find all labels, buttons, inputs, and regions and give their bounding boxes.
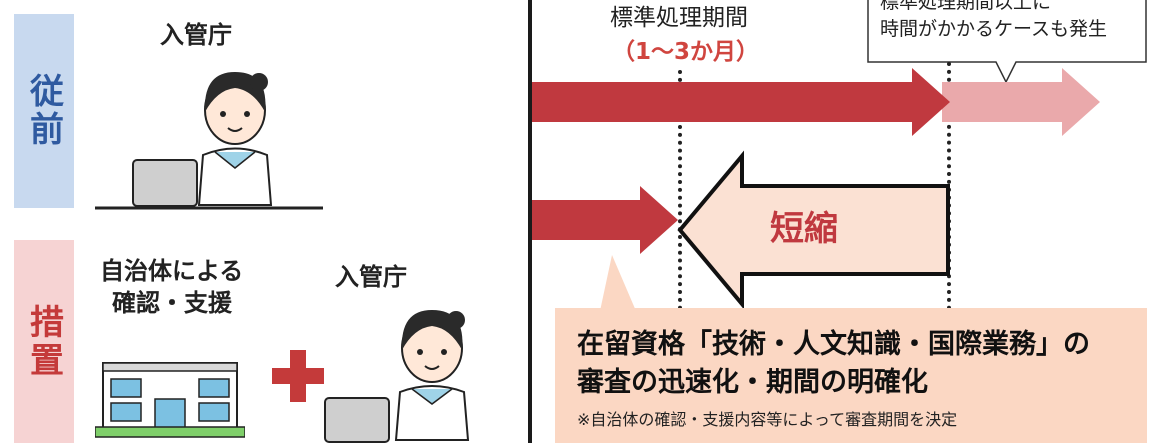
current-period-arrow-extension [942, 68, 1100, 136]
section-divider [528, 0, 532, 443]
standard-period-range: （1〜3か月） [612, 39, 760, 65]
municipal-building-icon [95, 362, 245, 438]
new-measure-arrow [532, 186, 678, 254]
callout-line2: 審査の迅速化・期間の明確化 [577, 367, 928, 398]
receptionist-figure [394, 310, 470, 441]
office-label-top: 入管庁 [160, 21, 232, 49]
municipality-label-line1: 自治体による [100, 257, 244, 285]
measure-callout: 在留資格「技術・人文知識・国際業務」の 審査の迅速化・期間の明確化 ※自治体の確… [555, 308, 1147, 443]
callout-pointer [600, 255, 636, 311]
after-label: 措置 [23, 303, 64, 380]
receptionist-bottom-illustration [324, 310, 470, 443]
timeline-arrows [532, 68, 1100, 310]
standard-period-label: 標準処理期間 [610, 5, 748, 31]
municipality-label-line2: 確認・支援 [112, 289, 232, 317]
plus-icon [272, 350, 324, 402]
receptionist-top-illustration [95, 72, 323, 210]
receptionist-figure [197, 72, 273, 206]
shorten-label: 短縮 [770, 209, 838, 249]
office-label-bottom: 入管庁 [335, 263, 407, 291]
shorten-arrow [677, 150, 950, 310]
computer-monitor [132, 159, 198, 207]
speech-line2: 時間がかかるケースも発生 [880, 18, 1108, 40]
speech-line1: 標準処理期間以上に [880, 0, 1052, 13]
callout-line1: 在留資格「技術・人文知識・国際業務」の [577, 329, 1090, 360]
standard-period-marker-line [678, 70, 682, 310]
before-label: 従前 [23, 73, 64, 149]
before-band: 従前 [14, 14, 74, 208]
after-band: 措置 [14, 240, 74, 443]
current-period-arrow [532, 68, 950, 136]
callout-note: ※自治体の確認・支援内容等によって審査期間を決定 [577, 410, 958, 429]
computer-monitor [324, 397, 390, 443]
